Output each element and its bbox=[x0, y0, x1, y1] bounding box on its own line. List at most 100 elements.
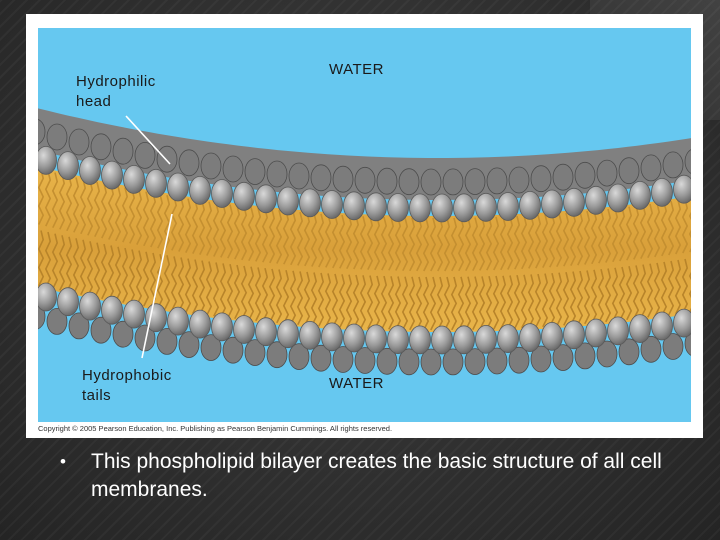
lipid-tail bbox=[198, 200, 206, 255]
bullet-point: • bbox=[60, 452, 66, 471]
lipid-tail bbox=[429, 276, 437, 331]
lipid-tail bbox=[562, 272, 570, 326]
lipid-tail bbox=[597, 209, 605, 264]
phospholipid-head bbox=[365, 192, 387, 222]
lipid-tail bbox=[611, 267, 619, 322]
lipid-tail bbox=[562, 212, 570, 267]
tail-pointer-line bbox=[141, 213, 173, 359]
phospholipid-head bbox=[200, 152, 222, 180]
phospholipid-head bbox=[354, 347, 376, 374]
lipid-tail bbox=[499, 275, 507, 330]
bilayer-diagram bbox=[38, 108, 691, 376]
phospholipid-head bbox=[266, 160, 288, 188]
lipid-tail bbox=[254, 207, 262, 262]
phospholipid-head bbox=[68, 128, 90, 156]
lipid-tail bbox=[331, 273, 339, 328]
caption-text: This phospholipid bilayer creates the ba… bbox=[91, 450, 662, 501]
phospholipid-head bbox=[574, 161, 596, 189]
phospholipid-head bbox=[563, 187, 585, 217]
lipid-tail bbox=[492, 216, 500, 271]
lipid-tail bbox=[520, 274, 528, 329]
lipid-tail bbox=[275, 269, 283, 324]
lipid-tail bbox=[93, 181, 101, 238]
phospholipid-head bbox=[255, 317, 277, 347]
lipid-tail bbox=[359, 216, 367, 270]
lipid-tail bbox=[597, 269, 605, 323]
phospholipid-head bbox=[57, 287, 79, 317]
lipid-tail bbox=[191, 199, 199, 254]
phospholipid-head bbox=[530, 165, 552, 193]
lipid-tail bbox=[485, 276, 493, 330]
lipid-tail bbox=[576, 270, 584, 325]
lipid-tail bbox=[401, 217, 409, 272]
phospholipid-head bbox=[673, 174, 691, 204]
lipid-tail bbox=[359, 275, 367, 329]
phospholipid-head bbox=[38, 282, 57, 312]
lipid-tail bbox=[233, 264, 241, 320]
phospholipid-head bbox=[38, 118, 46, 145]
lipid-tail bbox=[303, 271, 311, 326]
phospholipid-head bbox=[354, 166, 376, 194]
phospholipid-head bbox=[662, 333, 684, 360]
lipid-tail bbox=[674, 259, 682, 315]
phospholipid-head bbox=[156, 145, 178, 173]
lipid-tail bbox=[415, 217, 423, 272]
phospholipid-head bbox=[233, 181, 255, 211]
lipid-tail bbox=[408, 276, 416, 331]
lipid-tail bbox=[142, 251, 150, 307]
lipid-tail bbox=[534, 214, 542, 269]
lipid-tail bbox=[513, 275, 521, 329]
phospholipid-head bbox=[464, 168, 486, 196]
phospholipid-head bbox=[486, 347, 508, 375]
phospholipid-head bbox=[145, 303, 167, 333]
phospholipid-head bbox=[420, 348, 442, 376]
lipid-tail bbox=[394, 276, 402, 330]
phospholipid-head bbox=[211, 312, 233, 342]
lipid-tail bbox=[576, 211, 584, 266]
lipid-tail bbox=[541, 214, 549, 268]
lipid-tail bbox=[352, 274, 360, 329]
lipid-tail bbox=[184, 198, 192, 253]
phospholipid-head bbox=[79, 156, 101, 185]
lipid-tail bbox=[44, 170, 52, 227]
phospholipid-head bbox=[266, 341, 288, 369]
lipid-tail bbox=[639, 264, 647, 319]
phospholipid-head bbox=[189, 309, 211, 339]
lipid-tail bbox=[121, 187, 129, 243]
water-top-label: WATER bbox=[329, 61, 384, 78]
phospholipid-head bbox=[145, 168, 167, 198]
lipid-tail bbox=[415, 276, 423, 331]
lipid-tail bbox=[219, 263, 227, 318]
phospholipid-head bbox=[90, 316, 112, 344]
lipid-tail bbox=[373, 216, 381, 271]
phospholipid-head bbox=[189, 175, 211, 205]
lipid-tail bbox=[177, 257, 185, 312]
lipid-tail bbox=[184, 258, 192, 313]
lipid-tail bbox=[79, 178, 87, 235]
lipid-tail bbox=[233, 205, 241, 260]
lipid-tail bbox=[191, 259, 199, 314]
lipid-tail bbox=[464, 217, 472, 272]
lipid-tail bbox=[142, 191, 150, 247]
phospholipid-head bbox=[38, 146, 57, 175]
phospholipid-head bbox=[101, 295, 123, 325]
lipid-tail bbox=[380, 216, 388, 271]
lipid-tail bbox=[506, 216, 514, 270]
lipid-tail bbox=[450, 217, 458, 272]
lipid-tail bbox=[128, 188, 136, 244]
phospholipid-head bbox=[244, 339, 266, 367]
lipid-tail bbox=[387, 217, 395, 271]
lipid-tail bbox=[170, 196, 178, 251]
phospholipid-head bbox=[310, 164, 332, 192]
lipid-tail bbox=[646, 263, 654, 318]
lipid-tail bbox=[548, 273, 556, 327]
phospholipid-head bbox=[178, 331, 200, 359]
phospholipid-head bbox=[222, 155, 244, 183]
lipid-tail bbox=[667, 260, 675, 316]
phospholipid-head bbox=[277, 319, 299, 349]
phospholipid-head bbox=[46, 307, 68, 335]
lipid-tail bbox=[268, 209, 276, 264]
phospholipid-head bbox=[574, 342, 596, 370]
lipid-tail bbox=[618, 266, 626, 321]
phospholipid-head bbox=[541, 189, 563, 219]
